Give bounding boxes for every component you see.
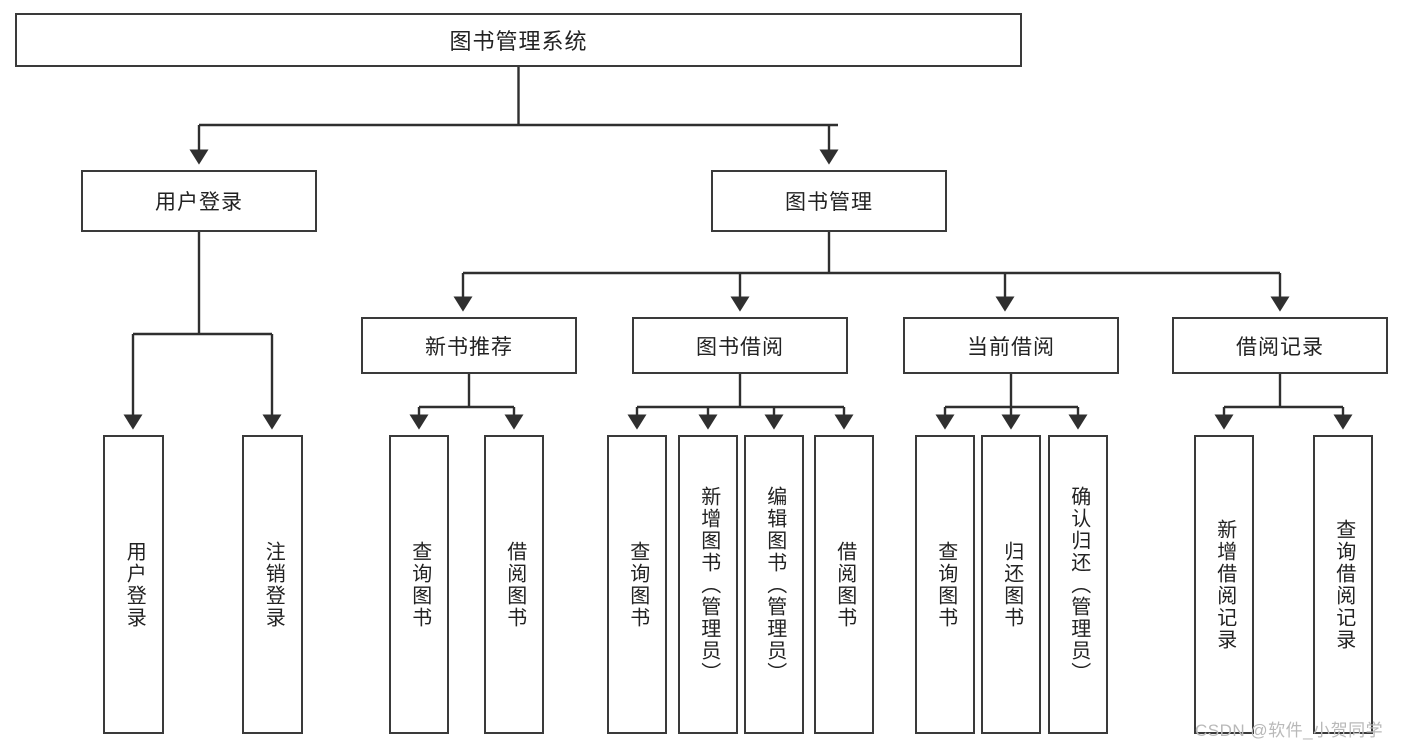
- node-book-borrow[interactable]: 图书借阅: [632, 317, 848, 374]
- node-label: 借阅记录: [1236, 335, 1324, 359]
- leaf-borrow-book-recommend[interactable]: 借阅图书: [484, 435, 544, 734]
- node-label: 注销登录: [262, 540, 285, 629]
- leaf-borrow-book[interactable]: 借阅图书: [814, 435, 874, 734]
- node-root-book-management-system[interactable]: 图书管理系统: [15, 13, 1022, 67]
- node-label: 用户登录: [123, 540, 146, 629]
- edges-borrow-to-leaves: [627, 374, 854, 430]
- csdn-watermark: CSDN @软件_小贺同学: [1195, 721, 1384, 740]
- leaf-query-borrow-record[interactable]: 查询借阅记录: [1313, 435, 1373, 734]
- node-label: 图书管理系统: [449, 29, 588, 54]
- node-label: 图书借阅: [696, 335, 784, 359]
- leaf-logout-login[interactable]: 注销登录: [242, 435, 303, 734]
- edges-root-to-level2: [189, 67, 839, 165]
- node-new-book-recommend[interactable]: 新书推荐: [361, 317, 577, 374]
- leaf-edit-book-admin[interactable]: 编辑图书（管理员）: [744, 435, 804, 734]
- node-label: 新增借阅记录: [1213, 518, 1236, 651]
- node-label: 归还图书: [1000, 540, 1023, 629]
- node-label: 查询图书: [408, 540, 431, 629]
- edges-booksys-to-level3: [453, 232, 1290, 312]
- node-label: 编辑图书（管理员）: [763, 485, 786, 684]
- leaf-add-book-admin[interactable]: 新增图书（管理员）: [678, 435, 738, 734]
- node-label: 查询借阅记录: [1332, 518, 1355, 651]
- node-label: 查询图书: [626, 540, 649, 629]
- leaf-query-book-recommend[interactable]: 查询图书: [389, 435, 449, 734]
- node-label: 用户登录: [155, 191, 243, 214]
- node-borrow-record[interactable]: 借阅记录: [1172, 317, 1388, 374]
- edges-current-to-leaves: [935, 374, 1088, 430]
- node-label: 借阅图书: [503, 540, 526, 629]
- node-label: 新书推荐: [425, 335, 513, 359]
- leaf-confirm-return-admin[interactable]: 确认归还（管理员）: [1048, 435, 1108, 734]
- node-label: 新增图书（管理员）: [697, 485, 720, 684]
- node-book-management[interactable]: 图书管理: [711, 170, 947, 232]
- node-label: 查询图书: [934, 540, 957, 629]
- leaf-query-book-borrow[interactable]: 查询图书: [607, 435, 667, 734]
- edges-recommend-to-leaves: [409, 374, 524, 430]
- leaf-query-book-current[interactable]: 查询图书: [915, 435, 975, 734]
- leaf-add-borrow-record[interactable]: 新增借阅记录: [1194, 435, 1254, 734]
- node-current-borrow[interactable]: 当前借阅: [903, 317, 1119, 374]
- leaf-return-book[interactable]: 归还图书: [981, 435, 1041, 734]
- node-label: 确认归还（管理员）: [1067, 485, 1090, 684]
- leaf-user-login[interactable]: 用户登录: [103, 435, 164, 734]
- node-label: 借阅图书: [833, 540, 856, 629]
- edges-userlogin-to-leaves: [123, 232, 282, 430]
- edges-record-to-leaves: [1214, 374, 1353, 430]
- node-label: 当前借阅: [967, 335, 1055, 359]
- node-label: 图书管理: [785, 191, 873, 214]
- node-user-login[interactable]: 用户登录: [81, 170, 317, 232]
